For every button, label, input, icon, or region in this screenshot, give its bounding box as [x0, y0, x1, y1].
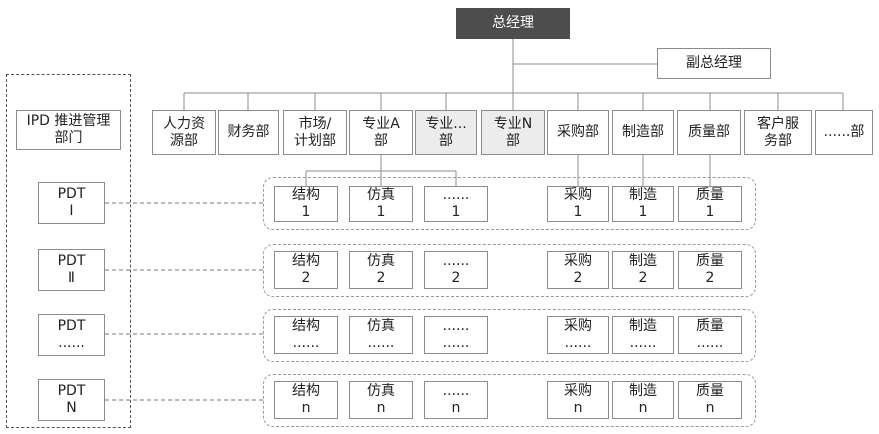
dept-customer-service: 客户服 务部: [744, 110, 812, 155]
team-simulation-etc: 仿真 ......: [349, 316, 413, 354]
team-etc-n: ...... n: [424, 381, 488, 419]
team-manufacturing-2: 制造 2: [612, 251, 674, 289]
dept-procurement: 采购部: [547, 110, 609, 155]
team-structure-n: 结构 n: [274, 381, 338, 419]
ipd-frame: [6, 74, 131, 428]
team-procurement-1: 采购 1: [547, 186, 609, 222]
pdt-2-team-group: [263, 244, 756, 297]
team-etc-2: ...... 2: [424, 251, 488, 289]
team-simulation-n: 仿真 n: [349, 381, 413, 419]
pdt-etc-team-group: [263, 309, 756, 362]
pdt-n-box: PDT N: [38, 379, 105, 421]
team-quality-etc: 质量 ......: [678, 316, 742, 354]
team-manufacturing-1: 制造 1: [612, 186, 674, 222]
ipd-department-box: IPD 推进管理 部门: [16, 110, 121, 150]
team-structure-1: 结构 1: [274, 186, 338, 222]
team-quality-1: 质量 1: [678, 186, 742, 222]
team-structure-2: 结构 2: [274, 251, 338, 289]
team-manufacturing-n: 制造 n: [612, 381, 674, 419]
pdt-etc-box: PDT ......: [38, 314, 105, 356]
dept-specialty-a: 专业A 部: [349, 110, 413, 155]
team-procurement-n: 采购 n: [547, 381, 609, 419]
dept-specialty-n: 专业N 部: [481, 110, 545, 155]
team-structure-etc: 结构 ......: [274, 316, 338, 354]
dept-marketing: 市场/ 计划部: [283, 110, 347, 155]
team-procurement-2: 采购 2: [547, 251, 609, 289]
team-quality-n: 质量 n: [678, 381, 742, 419]
team-simulation-2: 仿真 2: [349, 251, 413, 289]
pdt-1-box: PDT Ⅰ: [38, 182, 105, 224]
team-simulation-1: 仿真 1: [349, 186, 413, 222]
dept-hr: 人力资 源部: [152, 110, 216, 155]
general-manager-box: 总经理: [456, 8, 570, 39]
pdt-1-team-group: [263, 177, 756, 230]
dept-manufacturing: 制造部: [612, 110, 674, 155]
team-procurement-etc: 采购 ......: [547, 316, 609, 354]
team-quality-2: 质量 2: [678, 251, 742, 289]
team-etc-1: ...... 1: [424, 186, 488, 222]
deputy-manager-box: 副总经理: [657, 48, 771, 79]
pdt-2-box: PDT Ⅱ: [38, 249, 105, 291]
pdt-n-team-group: [263, 374, 756, 427]
team-manufacturing-etc: 制造 ......: [612, 316, 674, 354]
dept-other: ......部: [815, 110, 873, 155]
dept-quality: 质量部: [677, 110, 741, 155]
dept-specialty-etc: 专业... 部: [415, 110, 477, 155]
dept-finance: 财务部: [218, 110, 279, 155]
team-etc-etc: ...... ......: [424, 316, 488, 354]
